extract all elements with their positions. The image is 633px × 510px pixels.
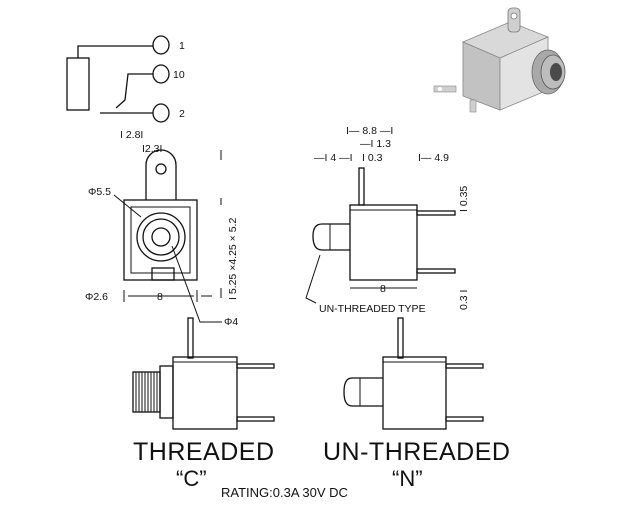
unthreaded-nose: [343, 377, 383, 407]
schematic-sleeve-body: [66, 57, 90, 111]
dim-1-3: —I 1.3: [360, 138, 391, 150]
dim-8-8: I— 8.8 —I: [346, 125, 393, 137]
dim-phi-4: Φ4: [224, 316, 238, 328]
dim-0-3-pin: 0.3 I: [458, 290, 470, 310]
dim-width-8: 8: [157, 291, 163, 303]
side-nose: [312, 223, 350, 251]
dim-height: I 5.25 ×4.25 × 5.2: [227, 218, 239, 300]
dim-2-8: I 2.8I: [120, 129, 143, 141]
side-view: I— 8.8 —I —I 1.3 —I 4 —I I 0.3 I— 4.9 I …: [305, 125, 470, 315]
schematic-wire-10: [115, 73, 154, 109]
pin-1-label: 1: [179, 40, 185, 52]
front-lug: [145, 149, 177, 178]
side-body: [349, 204, 418, 281]
dim-4-9: I— 4.9: [418, 152, 449, 164]
front-bushing-outer: [136, 212, 186, 262]
front-view: I 2.8I I2.3I I 5.25 ×4.25 × 5.2 Φ5.5 Φ4 …: [85, 129, 239, 328]
pin-10-label: 10: [173, 69, 185, 81]
rating-label: RATING:0.3A 30V DC: [221, 485, 348, 500]
threaded-variant: THREADED “C”: [132, 317, 275, 491]
schematic-pin-10: [152, 64, 170, 84]
pin-2-label: 2: [179, 108, 185, 120]
dim-4: —I 4 —I: [314, 152, 353, 164]
schematic-pin-2: [152, 103, 170, 123]
threaded-code: “C”: [176, 466, 207, 491]
front-lug-hole: [155, 163, 167, 175]
dim-bottom-8: 8: [380, 283, 386, 295]
dim-phi-5-5: Φ5.5: [88, 186, 111, 198]
threaded-body: [172, 356, 238, 430]
dim-phi-2-6: Φ2.6: [85, 291, 108, 303]
unthreaded-title: UN-THREADED: [323, 438, 510, 466]
schematic: 1 10 2: [66, 35, 185, 123]
unthreaded-code: “N”: [392, 466, 423, 491]
threaded-title: THREADED: [133, 438, 275, 466]
dim-2-3: I2.3I: [142, 143, 162, 155]
dim-0-3: I 0.3: [362, 152, 383, 164]
schematic-wire-1: [77, 45, 155, 58]
unthreaded-variant: UN-THREADED “N”: [323, 317, 510, 491]
front-bushing-hole: [151, 227, 171, 247]
unthreaded-type-label: UN-THREADED TYPE: [319, 303, 426, 315]
unthreaded-body: [382, 356, 447, 430]
threaded-bushing: [132, 371, 161, 413]
schematic-pin-1: [152, 35, 170, 55]
product-photo: [433, 7, 566, 113]
dim-0-35: I 0.35: [458, 186, 470, 212]
